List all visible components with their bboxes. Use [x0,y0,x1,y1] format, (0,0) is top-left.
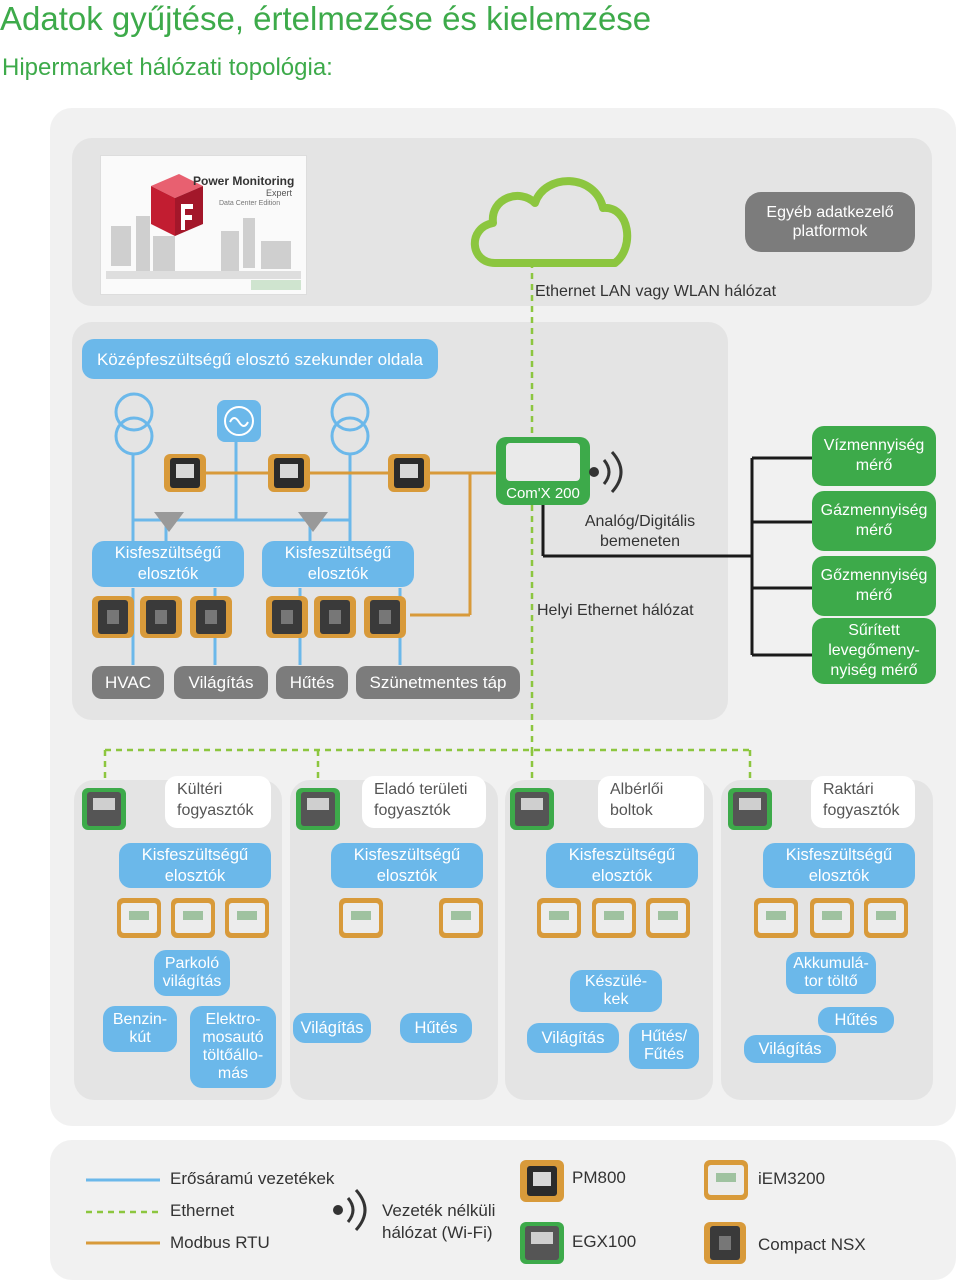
city-graphic [106,174,301,290]
legend-egx100: EGX100 [572,1232,637,1251]
compact-nsx-breaker [92,596,134,638]
load-car-wash-station: Elektro-mosautó töltőállo-más [190,1006,276,1088]
compact-nsx-breaker [314,596,356,638]
legend-modbus: Modbus RTU [170,1233,270,1252]
page-title: Adatok gyűjtése, értelmezése és kielemzé… [0,0,652,37]
compact-nsx-breaker [140,596,182,638]
load-cooling: Hűtés [818,1007,894,1033]
iem3200-meter [592,898,636,938]
iem3200-meter [754,898,798,938]
load-cooling: Hűtés [276,666,348,699]
cloud-icon [470,177,632,267]
legend-lines [86,1178,160,1245]
load-hvac: HVAC [92,666,164,699]
zone-title-tenant: Albérlői boltok [598,776,704,828]
iem3200-meter [864,898,908,938]
mv-label: Középfeszültségű elosztó szekunder oldal… [82,339,438,379]
legend-power: Erősáramú vezetékek [170,1169,335,1188]
wifi-icon [333,1188,367,1232]
pme-logo-cube [151,174,203,236]
load-appliances: Készülé-kek [570,970,662,1012]
load-cooling-heating: Hűtés/ Fűtés [629,1023,699,1069]
transformer-icon-left [114,392,154,456]
load-parking-lighting: Parkoló világítás [154,950,230,996]
pm800-icon [520,1160,564,1202]
load-lighting: Világítás [744,1035,836,1063]
load-ups: Szünetmentes táp [356,666,520,699]
compact-nsx-breaker [190,596,232,638]
transformer-icon-right [330,392,370,456]
iem3200-meter [225,898,269,938]
zone-title-sales: Eladó területi fogyasztók [362,776,486,828]
compact-nsx-breaker [266,596,308,638]
egx100-gateway [728,788,772,830]
zone-sales [290,780,498,1100]
iem3200-meter [171,898,215,938]
water-meter: Vízmennyiség mérő [812,426,936,486]
compact-nsx-breaker [364,596,406,638]
load-fuel-station: Benzin-kút [103,1006,177,1052]
lv-distribution-left: Kisfeszültségű elosztók [92,541,244,587]
iem3200-icon [704,1160,748,1200]
triangle-marker [154,512,184,532]
load-cooling: Hűtés [400,1013,472,1043]
generator-icon [217,400,261,442]
comx-200-device: Com'X 200 [496,437,590,505]
iem3200-meter [439,898,483,938]
load-lighting: Világítás [527,1023,619,1053]
wifi-icon [589,450,623,494]
pm800-meter [388,454,430,492]
load-lighting: Világítás [293,1013,371,1043]
iem3200-meter [117,898,161,938]
legend-wifi: Vezeték nélküli hálózat (Wi-Fi) [382,1201,496,1242]
pme-software-image: Power Monitoring Expert Data Center Edit… [100,155,307,295]
legend-ethernet: Ethernet [170,1201,235,1220]
triangle-marker [298,512,328,532]
iem3200-meter [810,898,854,938]
pme-sub2: Data Center Edition [219,200,281,207]
zone-lv-dist: Kisfeszültségű elosztók [546,843,698,888]
legend-iem3200: iEM3200 [758,1169,826,1188]
pm800-meter [164,454,206,492]
zone-title-warehouse: Raktári fogyasztók [811,776,915,828]
compact-nsx-icon [704,1222,746,1264]
egx100-gateway [82,788,126,830]
legend-panel [50,1140,956,1280]
comx-label: Com'X 200 [506,485,580,502]
iem3200-meter [339,898,383,938]
steam-meter: Gőzmennyiség mérő [812,556,936,616]
gas-meter: Gázmennyiség mérő [812,491,936,551]
analog-label: Analóg/Digitális bemeneten [584,513,696,550]
load-lighting: Világítás [174,666,268,699]
egx100-icon [520,1222,564,1264]
legend-pm800: PM800 [572,1168,626,1187]
page-subtitle: Hipermarket hálózati topológia: [2,54,333,81]
egx100-gateway [296,788,340,830]
zone-lv-dist: Kisfeszültségű elosztók [763,843,915,888]
iem3200-meter [646,898,690,938]
local-ethernet-label: Helyi Ethernet hálózat [537,602,694,619]
zone-lv-dist: Kisfeszültségű elosztók [331,843,483,888]
lan-label: Ethernet LAN vagy WLAN hálózat [535,283,777,300]
pme-sub1: Expert [266,188,293,198]
iem3200-meter [537,898,581,938]
other-platforms-box: Egyéb adatkezelő platformok [745,192,915,252]
zone-title-outdoor: Kültéri fogyasztók [165,776,271,828]
zone-lv-dist: Kisfeszültségű elosztók [119,843,271,888]
load-battery-charger: Akkumulá-tor töltő [786,952,876,994]
egx100-gateway [510,788,554,830]
pm800-meter [268,454,310,492]
compressed-air-meter: Sűrített levegőmeny-nyiség mérő [812,618,936,684]
pme-title: Power Monitoring [193,174,295,188]
legend-nsx: Compact NSX [758,1235,866,1254]
lv-distribution-right: Kisfeszültségű elosztók [262,541,414,587]
